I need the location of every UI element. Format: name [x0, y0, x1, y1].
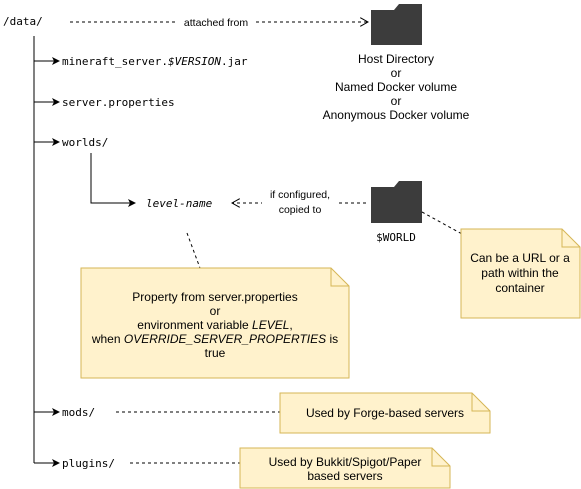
- attach-line-host-directory: Host Directory: [358, 52, 434, 66]
- mods-folder-label: mods/: [62, 406, 95, 419]
- worlds-to-level-connector: [90, 153, 136, 207]
- worlds-folder-label: worlds/: [62, 136, 108, 149]
- forge-note-text: Used by Forge-based servers: [306, 406, 464, 420]
- copied-to-label-line1: if configured,: [270, 189, 330, 201]
- copied-to-label-line2: copied to: [279, 204, 322, 216]
- server-properties-label: server.properties: [62, 96, 175, 109]
- root-folder-label: /data/: [3, 15, 43, 28]
- attach-line-or-1: or: [391, 66, 402, 80]
- property-note-line4: when OVERRIDE_SERVER_PROPERTIES is: [91, 332, 338, 346]
- bukkit-note-line1: Used by Bukkit/Spigot/Paper: [269, 455, 422, 469]
- bukkit-note: [239, 447, 451, 489]
- url-note: [460, 228, 581, 319]
- property-note-line1: Property from server.properties: [132, 290, 297, 304]
- url-note-line1: Can be a URL or a: [470, 251, 570, 265]
- jar-file-label: mineraft_server.$VERSION.jar: [62, 55, 248, 68]
- world-var-label: $WORLD: [376, 231, 416, 244]
- level-name-label: level-name: [146, 197, 213, 210]
- host-folder-icon: [371, 4, 422, 45]
- forge-note: [279, 392, 491, 434]
- property-note-line2: or: [210, 304, 221, 318]
- url-note-line2: path within the: [481, 266, 559, 280]
- property-note-line5: true: [205, 346, 226, 360]
- bukkit-note-line2: based servers: [307, 469, 382, 483]
- attach-line-anonymous-volume: Anonymous Docker volume: [323, 108, 470, 122]
- property-note-connector: [186, 232, 201, 269]
- attached-from-label: attached from: [184, 17, 248, 29]
- url-note-line3: container: [495, 281, 544, 295]
- world-folder-icon: [371, 181, 422, 223]
- plugins-folder-label: plugins/: [62, 457, 115, 470]
- attach-line-or-2: or: [391, 94, 402, 108]
- property-note-line3: environment variable LEVEL,: [137, 318, 292, 332]
- attached-from-label-bg: [176, 15, 256, 29]
- property-note: [80, 267, 350, 379]
- url-note-connector: [421, 211, 463, 235]
- copied-to-label-bg: [262, 186, 338, 218]
- attach-line-named-volume: Named Docker volume: [335, 80, 457, 94]
